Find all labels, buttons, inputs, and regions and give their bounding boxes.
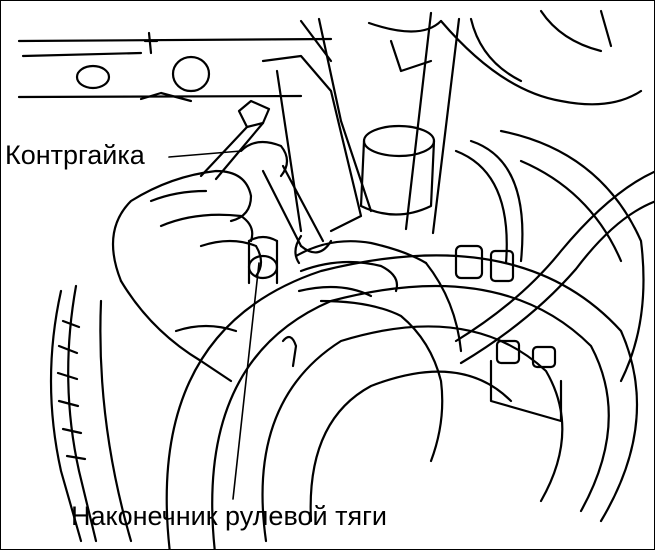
wrenches [199,99,333,254]
locknut-leader [168,150,242,158]
tie-rod-end-leader [232,262,260,500]
tie-rod-end [247,235,298,368]
tie-rod-end-label: Наконечник рулевой тяги [71,501,387,531]
locknut-label: Контргайка [5,140,145,170]
tire-tread [49,284,133,543]
suspension-structure [261,9,643,233]
strut [359,11,461,235]
frame-rail [17,31,333,103]
brake-disc [165,129,645,549]
right-hand [294,234,463,463]
brake-hose [454,139,654,365]
leader-lines [168,150,260,500]
left-hand [111,169,263,383]
caliper-bolts [454,244,563,423]
